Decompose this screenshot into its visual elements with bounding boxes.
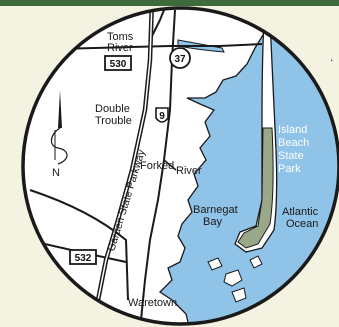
label-forked-river: River: [176, 165, 202, 177]
route-9-road: [139, 9, 176, 324]
label-island: Island: [278, 124, 307, 136]
route-530-shield: 530: [104, 55, 132, 71]
label-toms: Toms: [107, 31, 134, 43]
label-barnegat: Barnegat: [193, 204, 238, 216]
local-road: [163, 159, 177, 171]
route-9-shield: 9: [155, 107, 169, 123]
bay-island: [249, 255, 263, 269]
local-road: [29, 189, 129, 301]
label-bay: Bay: [203, 216, 222, 228]
svg-text:530: 530: [110, 59, 127, 70]
water-body: [158, 8, 339, 324]
label-trouble: Trouble: [95, 115, 132, 127]
north-arrow: N: [50, 90, 68, 179]
route-37-shield: 37: [169, 47, 191, 69]
bay-island: [223, 269, 243, 287]
label-atlantic: Atlantic: [282, 206, 319, 218]
local-road: [149, 8, 169, 41]
edge-mark: .: [330, 49, 334, 64]
svg-text:532: 532: [75, 253, 92, 264]
garden-state-parkway-center: [95, 8, 153, 324]
label-double: Double: [95, 103, 130, 115]
label-beach: Beach: [278, 137, 309, 149]
map-border: [21, 6, 339, 326]
label-state: State: [278, 150, 304, 162]
bay-island: [207, 257, 223, 271]
top-bar: [0, 0, 339, 6]
state-park-area: [237, 127, 274, 249]
svg-text:37: 37: [174, 54, 186, 65]
compass-north-label: N: [52, 167, 60, 179]
label-ocean: Ocean: [286, 218, 318, 230]
route-532-shield: 532: [69, 249, 97, 265]
bay-island: [231, 287, 247, 303]
label-forked: Forked: [140, 160, 174, 172]
local-road: [23, 43, 263, 51]
svg-text:9: 9: [159, 111, 165, 122]
label-park: Park: [278, 163, 301, 175]
label-toms-river: River: [107, 42, 133, 54]
label-waretown: Waretown: [128, 297, 177, 309]
